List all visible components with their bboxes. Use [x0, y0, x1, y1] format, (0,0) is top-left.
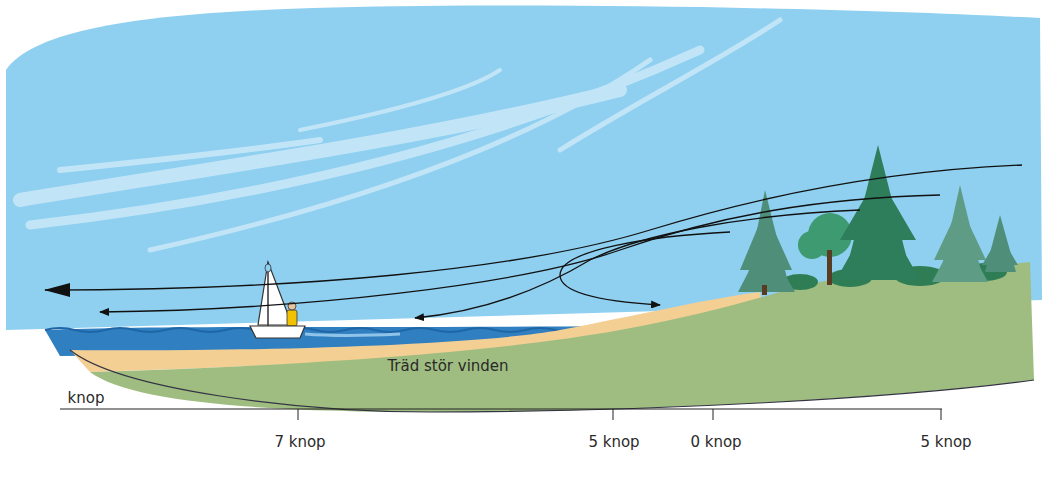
wind-lines — [45, 165, 1022, 318]
land-outline — [70, 350, 1034, 412]
sailboat — [250, 262, 400, 338]
speed-value: 0 knop — [690, 433, 741, 451]
land — [90, 262, 1034, 412]
speed-value: 7 knop — [274, 433, 325, 451]
wave-line — [45, 328, 585, 332]
speed-value: 5 knop — [920, 433, 971, 451]
axis-unit: knop — [68, 389, 105, 407]
cloud-streaks — [20, 20, 780, 250]
speed-axis — [60, 409, 942, 420]
trees-note: Träd stör vinden — [387, 357, 508, 375]
speed-value: 5 knop — [588, 433, 639, 451]
